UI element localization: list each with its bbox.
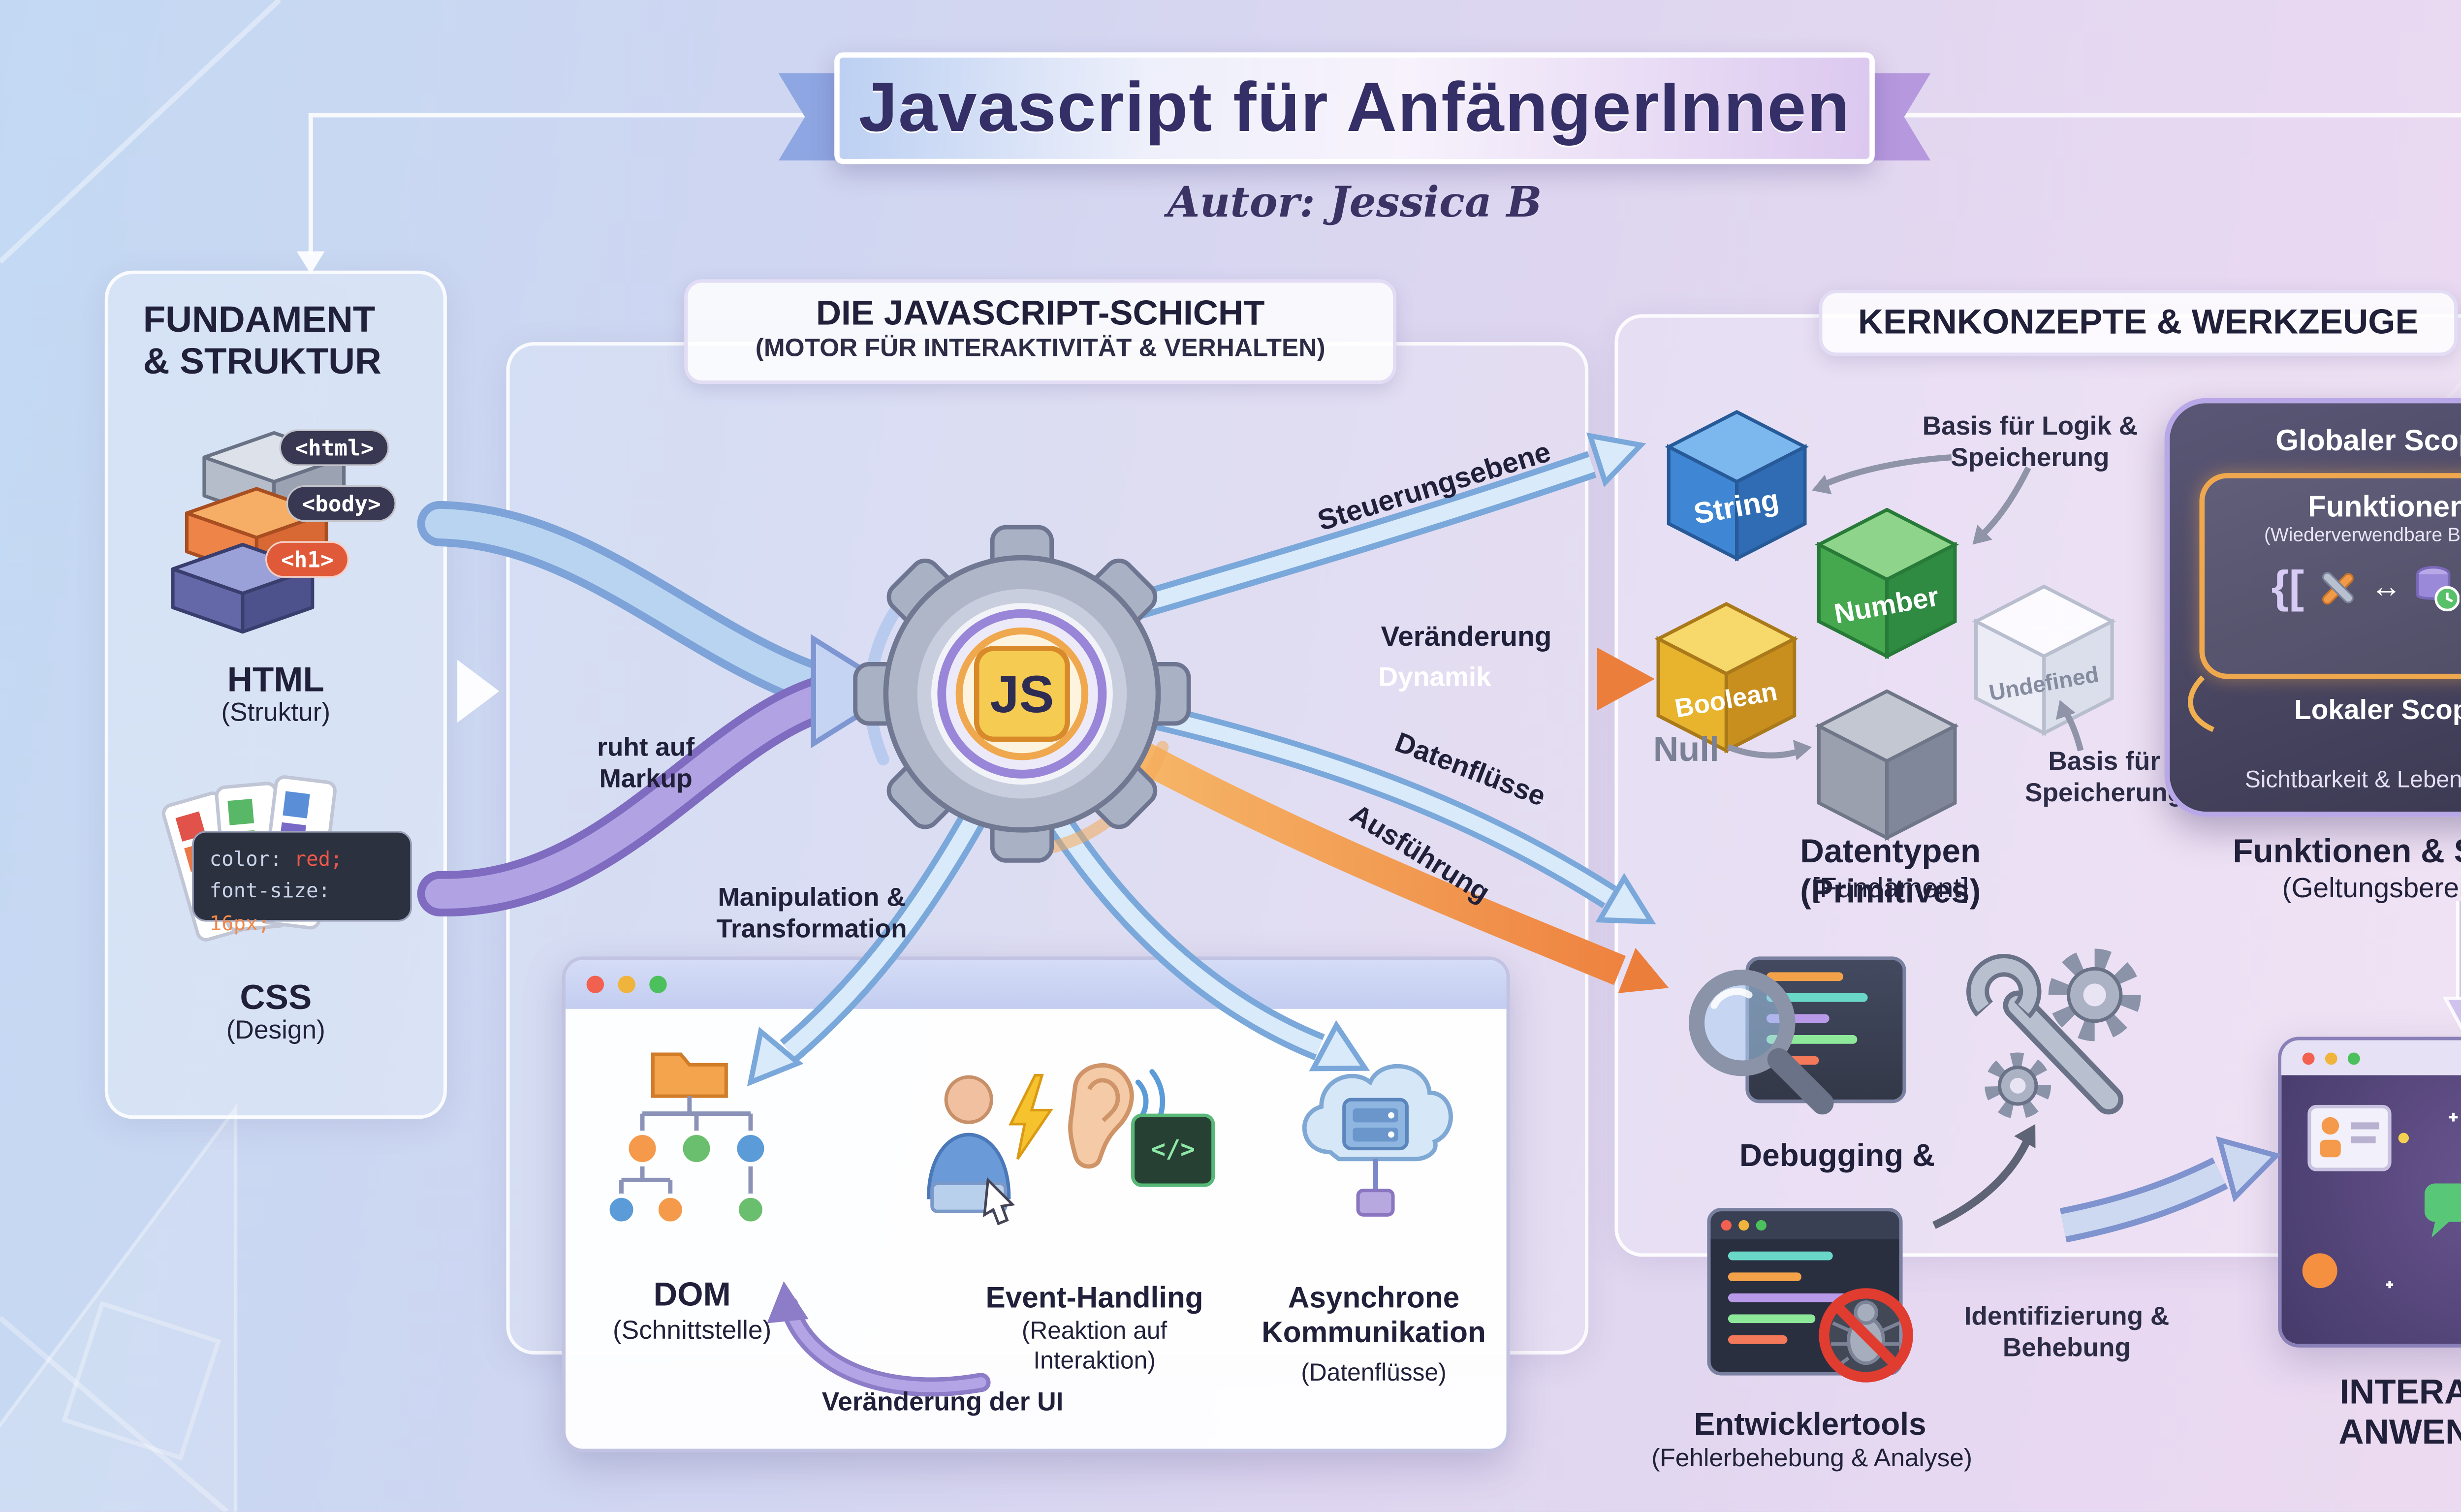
debugging-label: Debugging &: [1739, 1138, 1935, 1173]
manipulation-label: Manipulation & Transformation: [716, 883, 907, 945]
html-label: HTML: [227, 662, 324, 700]
html-sublabel: (Struktur): [221, 698, 331, 728]
user-interaction-icon: [908, 1058, 1030, 1232]
boolean-cube: Boolean: [1648, 594, 1805, 761]
datatypes-sublabel: [Fundament]: [1812, 874, 1969, 905]
js-layer-subheading: (MOTOR FÜR INTERAKTIVITÄT & VERHALTEN): [755, 335, 1325, 363]
css-label: CSS: [240, 979, 312, 1018]
tag-pill-html: <html>: [279, 429, 390, 466]
function-brace-row: {[ ↔ ]}: [2205, 560, 2461, 614]
code-popup-glyph: </>: [1151, 1136, 1196, 1165]
css-code-val2: 16px;: [209, 911, 270, 936]
functions-label: Funktionen: [2308, 490, 2461, 524]
magnifier-icon: [1672, 953, 1847, 1128]
local-scope-label: Lokaler Scope: [2294, 696, 2461, 726]
code-popup-icon: </>: [1131, 1113, 1215, 1187]
ui-feedback-label: Veränderung der UI: [821, 1387, 1064, 1418]
ruht-auf-markup-label: ruht auf Markup: [597, 733, 695, 794]
cloud-server-icon: [1287, 1040, 1461, 1241]
app-content-art: [2281, 1075, 2461, 1344]
window-controls: [566, 960, 1507, 1009]
result-label-line2: ANWENDUNG: [2338, 1414, 2461, 1452]
event-sublabel: (Reaktion auf Interaktion): [1021, 1316, 1167, 1374]
global-scope-label: Globaler Scope: [2275, 424, 2461, 458]
scope-label: Funktionen & Scope: [2233, 834, 2461, 871]
dom-tree-icon: [600, 1040, 792, 1264]
wrench-gears-icon: [1958, 939, 2147, 1134]
scope-sublabel: (Geltungsbereich): [2282, 874, 2461, 905]
js-layer-heading-box: DIE JAVASCRIPT-SCHICHT (MOTOR FÜR INTERA…: [684, 279, 1397, 384]
functions-sublabel: (Wiederverwendbare Blöcke): [2264, 525, 2461, 547]
undefined-cube: Undefined: [1965, 576, 2122, 743]
app-window: [2278, 1037, 2461, 1348]
concepts-heading: KERNKONZEPTE & WERKZEUGE: [1858, 303, 2419, 342]
css-sublabel: (Design): [226, 1016, 325, 1046]
dom-label: DOM: [653, 1277, 731, 1315]
null-cube: [1808, 681, 1965, 848]
js-layer-heading: DIE JAVASCRIPT-SCHICHT: [816, 295, 1265, 334]
page-title: Javascript für AnfängerInnen: [858, 69, 1851, 146]
foundation-panel: [104, 270, 447, 1119]
devtools-label: Entwicklertools: [1694, 1407, 1926, 1442]
function-box: Funktionen (Wiederverwendbare Blöcke) {[…: [2199, 473, 2461, 679]
tools-icon: [2316, 567, 2358, 608]
async-sublabel: (Datenflüsse): [1301, 1358, 1447, 1386]
veraenderung-label: Veränderung: [1381, 623, 1552, 653]
css-code-snippet: color: red; font-size: 16px;: [192, 831, 412, 935]
scope-footer: Sichtbarkeit & Lebensdauer: [2244, 766, 2461, 793]
datatypes-note-top: Basis für Logik & Speicherung: [1922, 411, 2138, 473]
app-window-controls: [2281, 1040, 2461, 1075]
dom-sublabel: (Schnittstelle): [613, 1316, 772, 1346]
null-label: Null: [1653, 731, 1719, 770]
lightning-icon: [1006, 1071, 1058, 1162]
css-code-key1: color:: [209, 847, 282, 871]
tag-pill-body: <body>: [286, 485, 397, 522]
number-cube: Number: [1808, 499, 1965, 666]
concepts-heading-box: KERNKONZEPTE & WERKZEUGE: [1819, 289, 2458, 356]
datatypes-note-bottom: Basis für Speicherung: [2025, 747, 2184, 808]
author-byline: Autor: Jessica B: [1167, 176, 1542, 227]
event-label: Event-Handling: [985, 1281, 1203, 1315]
scope-box: Globaler Scope Funktionen (Wiederverwend…: [2164, 398, 2461, 817]
result-label-line1: INTERAKTIVE: [2339, 1374, 2461, 1413]
js-gear-label: JS: [990, 665, 1054, 724]
identification-label: Identifizierung & Behebung: [1964, 1302, 2170, 1363]
dynamik-label: Dynamik: [1378, 663, 1491, 693]
datatypes-label: Datentypen (Primitives): [1800, 834, 1981, 911]
title-banner: Javascript für AnfängerInnen: [834, 52, 1875, 164]
scope-flow-arrow-glyph: ↔: [2370, 569, 2402, 604]
database-clock-icon: [2414, 563, 2460, 612]
ear-icon: [1051, 1054, 1173, 1176]
string-cube: String: [1658, 402, 1815, 569]
tag-pill-h1: <h1>: [265, 541, 349, 578]
no-bug-icon: [1815, 1285, 1917, 1386]
async-label: Asynchrone Kommunikation: [1262, 1281, 1486, 1350]
css-code-val1: red;: [294, 847, 343, 871]
js-gear-icon: JS: [852, 524, 1193, 864]
foundation-heading: FUNDAMENT & STRUKTUR: [143, 300, 381, 383]
brace-left: {[: [2271, 560, 2304, 613]
devtools-sublabel: (Fehlerbehebung & Analyse): [1651, 1445, 1973, 1474]
css-code-key2: font-size:: [209, 879, 331, 903]
